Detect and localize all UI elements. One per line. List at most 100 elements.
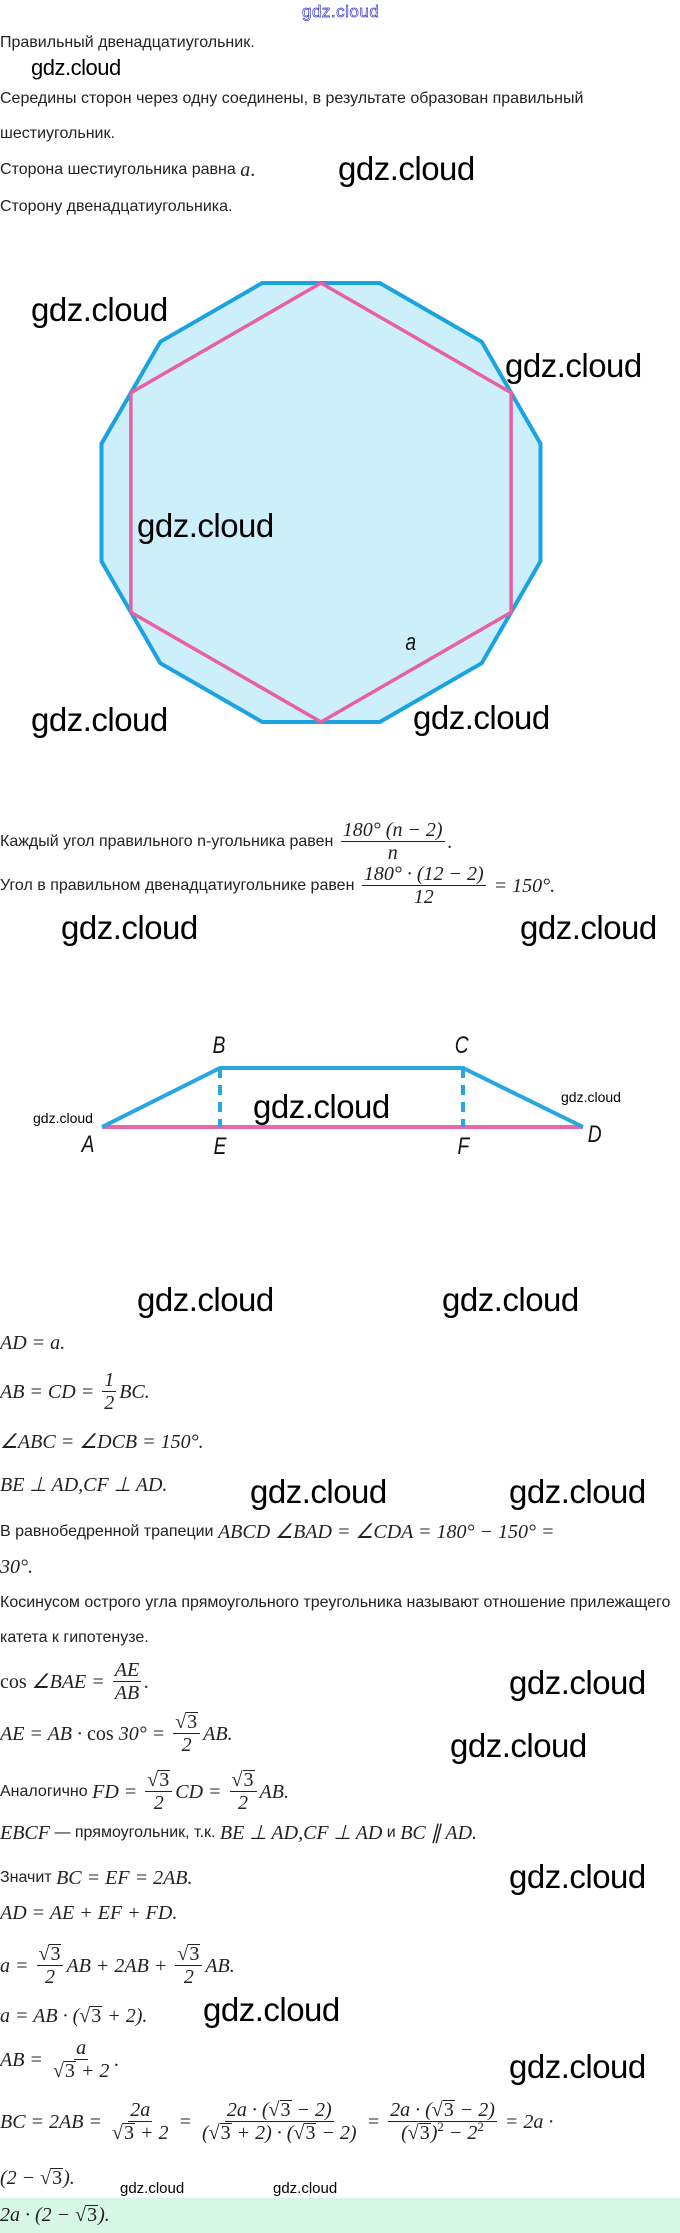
ad-line: AD = a. [0,1333,65,1353]
math-function: cos [87,1722,119,1745]
math-expression: ABCD ∠BAD = ∠CDA = 180° − 150° = [217,1521,555,1543]
math-expression: 2a · ( [390,2099,432,2121]
ebcf-line: EBCF — прямоугольник, т.к. BE ⊥ AD,CF ⊥ … [0,1823,477,1843]
math-expression: + 2) · ( [231,2122,294,2144]
math-expression: BC = EF = 2AB. [56,1867,193,1889]
radical-sign-icon: √ [147,1769,159,1791]
math-expression: − 2) [454,2099,495,2121]
superscript: 2 [477,2119,484,2134]
watermark: gdz.cloud [31,291,168,328]
hexagon [129,280,513,725]
math-expression: ( [401,2122,408,2144]
math-expression: AD = AE + EF + FD. [0,1902,178,1924]
label-c: C [454,1032,469,1059]
math-expression: 2 [44,1966,55,1988]
square-root: √3 [39,1944,62,1964]
math-expression: AB. [259,1780,289,1803]
numerator: √3 [145,1769,173,1792]
trapezoid-sides [101,1066,584,1129]
text: Каждый угол правильного n-угольника раве… [0,832,338,850]
watermark: gdz.cloud [137,1281,274,1318]
fraction: 2a · (√3 − 2)(√3 + 2) · (√3 − 2) [200,2100,359,2143]
numerator: 180° · (12 − 2) [361,864,486,886]
math-expression: AE [114,1659,140,1681]
denominator: AB [113,1682,141,1703]
radical-sign-icon: √ [79,2005,91,2027]
watermark: gdz.cloud [509,1858,646,1895]
angle-12-line: Угол в правильном двенадцатиугольнике ра… [0,864,555,907]
bc-ef-line: Значит BC = EF = 2AB. [0,1868,193,1888]
label-f: F [457,1133,470,1160]
denominator: 2 [152,1792,166,1813]
math-expression: . [447,830,453,853]
bc-line-1: BC = 2AB = 2a√3 + 2 = 2a · (√3 − 2)(√3 +… [0,2100,553,2143]
square-root: √3 [79,2005,103,2027]
numerator: √3 [173,1712,201,1734]
math-expression: ) [430,2122,438,2144]
label-d: D [587,1121,602,1148]
radical-sign-icon: √ [268,2099,280,2121]
math-expression: 2a · ( [226,2099,269,2121]
numerator: 180° (n − 2) [340,819,445,842]
denominator: (√3 + 2) · (√3 − 2) [200,2122,359,2143]
header-watermark[interactable]: gdz.cloud [302,2,380,22]
math-expression: = 2a · [499,2110,554,2133]
radicand: 3 [90,2005,103,2027]
watermark: gdz.cloud [509,2048,646,2085]
denominator: 12 [412,886,436,907]
problem-given: Середины сторон через одну соединены, в … [0,90,584,142]
math-expression: ∠ABC = ∠DCB = 150°. [0,1431,204,1453]
math-expression: ( [201,2122,209,2144]
superscript: 2 [437,2119,444,2134]
radicand: 3 [49,1943,62,1965]
square-root: √3 [175,1712,199,1732]
math-expression: BC. [119,1380,150,1403]
text: — прямоугольник, т.к. [50,1824,220,1841]
watermark: gdz.cloud [61,909,198,946]
math-expression: 2 [183,1966,194,1988]
math-expression: AB. [205,1954,235,1977]
math-expression: FD = [92,1780,143,1803]
math-expression: 2a · (2 − [0,2204,76,2226]
math-expression: 180° (n − 2) [342,819,443,841]
problem-side: Сторона шестиугольника равна a . [0,160,255,180]
fraction: 180° (n − 2)n [340,819,445,863]
radicand: 3 [442,2099,455,2121]
square-root: √3 [177,1944,201,1964]
side-var: a [240,159,251,181]
watermark: gdz.cloud [31,55,121,80]
math-expression: . [114,2048,120,2071]
radical-sign-icon: √ [293,2122,305,2144]
radicand: 3 [219,2122,232,2144]
text: Угол в правильном двенадцатиугольнике ра… [0,876,359,894]
square-root: √3 [269,2100,292,2120]
math-expression: BC = 2AB = [0,2110,107,2133]
math-expression: AB = [0,2048,48,2071]
denominator: 2 [43,1966,57,1987]
fraction: 2a√3 + 2 [110,2100,170,2143]
watermark: gdz.cloud [561,1089,621,1105]
denominator: 2 [180,1734,194,1755]
math-expression: + 2 [75,2060,110,2082]
side-text: Сторона шестиугольника равна [0,161,241,178]
radical-sign-icon: √ [231,1769,243,1791]
math-expression: AB [114,1682,140,1704]
denominator: 2 [182,1966,196,1987]
math-expression: AD = a. [0,1332,66,1354]
math-expression: = [361,2110,386,2133]
numerator: 2a [128,2100,153,2122]
watermark: gdz.cloud [203,1991,340,2028]
text: Значит [0,1869,57,1886]
numerator: √3 [175,1944,203,1966]
math-expression: ). [63,2167,75,2189]
ab-result-line: AB = a√3 + 2. [0,2038,119,2081]
square-root: √3 [293,2122,317,2144]
text: и [382,1824,401,1841]
math-expression: 2 [181,1734,192,1756]
angle-general-line: Каждый угол правильного n-угольника раве… [0,820,453,863]
